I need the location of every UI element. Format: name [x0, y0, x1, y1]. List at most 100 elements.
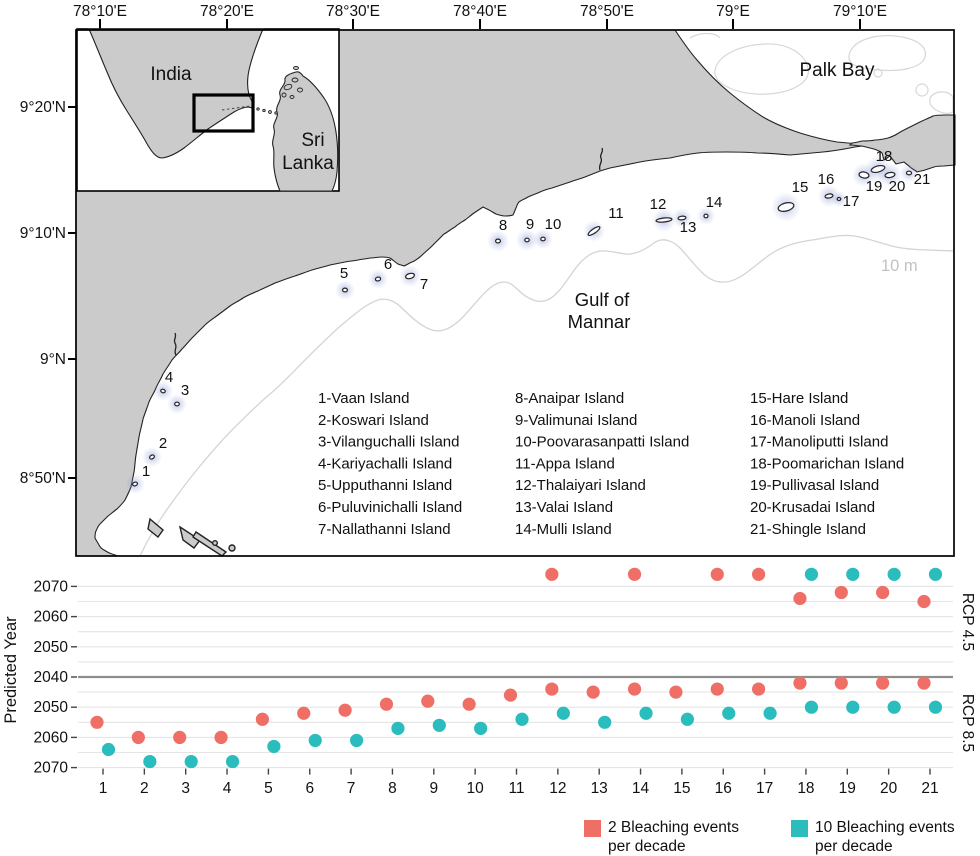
island-number-label: 11	[608, 205, 624, 222]
lon-tick-label: 78°20'E	[200, 3, 254, 20]
dot-RCP45-island19	[834, 585, 848, 600]
island-list-item: 6-Puluvinichalli Island	[318, 499, 462, 516]
lat-tick-label: 9°10'N	[20, 225, 66, 242]
dot-RCP45-island17	[752, 567, 766, 581]
x-tick-label: 2	[140, 780, 149, 797]
dot-RCP85-island5	[267, 739, 281, 754]
island-number-label: 14	[706, 194, 723, 211]
dot-RCP85-island21	[917, 676, 931, 690]
island-shape	[858, 171, 870, 179]
inset-map: India Sri Lanka	[76, 28, 340, 192]
island-shape	[405, 272, 415, 280]
x-tick-label: 5	[264, 780, 273, 797]
island-list-item: 12-Thalaiyari Island	[515, 477, 646, 494]
island-shape	[149, 454, 155, 460]
island-shape	[540, 236, 546, 242]
dot-RCP85-island14	[627, 682, 642, 696]
island-number-label: 21	[914, 171, 931, 188]
dot-RCP45-island18	[793, 591, 807, 606]
dot-RCP45-island20	[887, 567, 901, 581]
island-shape	[703, 213, 709, 219]
island-list-item: 9-Valimunai Island	[515, 412, 637, 429]
dot-RCP45-island19	[846, 567, 860, 581]
x-tick-label: 8	[388, 780, 397, 797]
x-tick-label: 4	[223, 780, 232, 797]
y-tick-label: 2070	[34, 578, 69, 595]
x-tick-label: 20	[880, 780, 898, 797]
dot-RCP85-island10	[462, 697, 476, 711]
dot-RCP85-island7	[350, 733, 364, 748]
dot-RCP85-island9	[432, 718, 446, 732]
legend-label-line1: 2 Bleaching events	[608, 819, 739, 836]
inset-sri-lanka-landmass	[272, 71, 339, 192]
island-list-item: 8-Anaipar Island	[515, 390, 624, 407]
island-shape	[160, 388, 166, 394]
rcp45-panel-label: RCP 4.5	[959, 593, 976, 651]
dot-RCP85-island12	[545, 682, 559, 696]
island-number-label: 3	[181, 382, 189, 399]
island-list-item: 14-Mulli Island	[515, 521, 612, 538]
y-tick-label: 2070	[34, 760, 69, 777]
y-tick-label: 2060	[34, 729, 69, 746]
island-shape	[374, 276, 382, 282]
dot-RCP85-island4	[225, 754, 240, 769]
island-shape	[884, 171, 896, 179]
x-tick-label: 17	[756, 780, 773, 797]
dot-RCP85-island1	[90, 715, 104, 729]
dot-RCP85-island1	[101, 742, 116, 757]
dot-RCP85-island4	[214, 730, 228, 745]
x-tick-label: 7	[347, 780, 356, 797]
x-tick-label: 3	[181, 780, 190, 797]
island-number-label: 20	[889, 178, 906, 195]
study-area-box	[192, 93, 255, 133]
dot-RCP85-island8	[391, 721, 405, 735]
dot-RCP85-island15	[669, 685, 683, 699]
dot-RCP85-island3	[173, 730, 187, 745]
island-number-label: 4	[165, 369, 173, 386]
island-list-item: 19-Pullivasal Island	[750, 477, 879, 494]
dot-RCP85-island12	[556, 706, 570, 720]
dot-RCP45-island21	[917, 594, 931, 609]
x-tick-label: 19	[839, 780, 856, 797]
island-list-item: 18-Poomarichan Island	[750, 455, 904, 472]
island-number-label: 8	[499, 217, 507, 234]
x-tick-label: 11	[508, 780, 524, 797]
lon-tick-label: 79°10'E	[833, 3, 887, 20]
gulf-of-mannar-label-line2: Mannar	[568, 311, 631, 332]
inset-small-islets	[256, 66, 303, 115]
dot-RCP85-island13	[586, 685, 600, 699]
lat-tick-label: 9°20'N	[20, 99, 66, 116]
x-tick-label: 21	[921, 780, 938, 797]
island-shape	[677, 215, 687, 221]
dot-RCP85-island19	[846, 700, 860, 714]
sri-lanka-label-line2: Lanka	[282, 153, 334, 174]
palkbay-contour-blobs	[689, 32, 954, 114]
x-tick-label: 9	[429, 780, 438, 797]
lon-tick-label: 78°30'E	[326, 3, 380, 20]
lat-tick-label: 8°50'N	[20, 470, 66, 487]
island-number-label: 1	[142, 463, 150, 480]
lon-tick-label: 78°40'E	[453, 3, 507, 20]
dot-RCP85-island20	[876, 676, 890, 690]
island-list-item: 21-Shingle Island	[750, 521, 866, 538]
dot-RCP85-island17	[763, 706, 777, 720]
island-number-label: 19	[866, 178, 883, 195]
y-tick-label: 2050	[34, 699, 69, 716]
island-shape	[524, 237, 530, 243]
x-tick-label: 13	[591, 780, 608, 797]
island-number-label: 7	[420, 276, 428, 293]
chart-gridlines	[78, 585, 953, 769]
inset-india-landmass	[88, 28, 264, 159]
island-shape	[905, 170, 913, 176]
island-list-item: 7-Nallathanni Island	[318, 521, 451, 538]
y-tick-label: 2050	[34, 639, 69, 656]
island-shape	[495, 238, 502, 244]
dot-RCP85-island5	[255, 712, 269, 726]
x-tick-label: 18	[797, 780, 814, 797]
island-shape	[131, 481, 139, 487]
